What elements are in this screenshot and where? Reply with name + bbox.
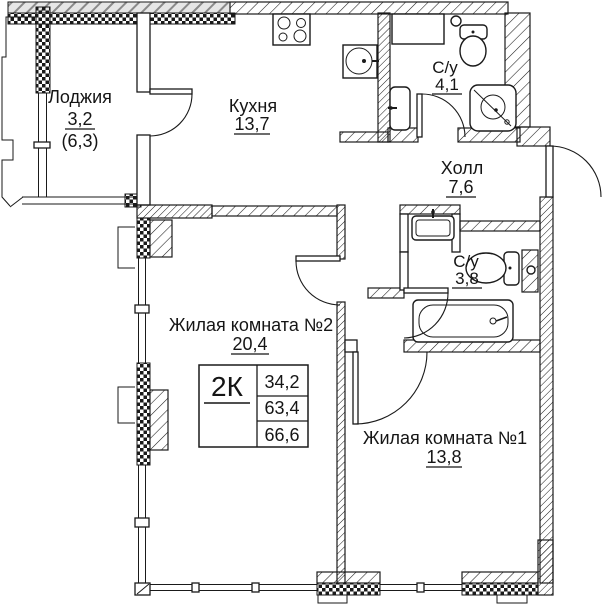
loggia-outer-contour [1, 16, 36, 207]
loggia-right-wall-lower [136, 134, 151, 206]
room1-area: 13,8 [426, 447, 461, 467]
bath-top-label: С/у [432, 58, 458, 77]
bath-mid-label: С/у [453, 252, 479, 271]
bottom-wall-block-2-hatch [461, 571, 539, 584]
right-wall-bottom-corner [537, 539, 554, 596]
toilet-icon [459, 24, 488, 67]
kitchen-area: 13,7 [234, 114, 269, 134]
loggia-area: 3,2 [67, 109, 92, 129]
bottom-window-mullion-1 [191, 582, 200, 593]
living-area-value: 34,2 [264, 372, 299, 392]
bath-top-area: 4,1 [435, 75, 459, 94]
vent-icon [450, 15, 462, 27]
bath-mid-nook-top-wall [399, 204, 461, 215]
loggia-left-window-sill [33, 141, 51, 149]
bottom-wall-block-1-hatch [316, 571, 381, 584]
toilet-2-icon [465, 251, 536, 286]
bottom-outer-step-1 [317, 595, 348, 604]
right-wall-main [539, 196, 554, 584]
room2-label: Жилая комната №2 [169, 315, 333, 335]
bath-mid-area: 3,8 [455, 269, 479, 288]
room1-door-stub [344, 339, 358, 353]
room2-area: 20,4 [232, 334, 267, 354]
bathroom-top-fixtures [388, 13, 517, 132]
kitchen-stub-wall [339, 131, 389, 143]
loggia-rail-miter [9, 196, 24, 208]
right-wall-step [516, 126, 551, 147]
kitchen-label: Кухня [229, 96, 277, 116]
loggia-structure [1, 6, 151, 208]
kitchen-sink-icon [342, 44, 379, 79]
bath-mid-nook-left-wall [399, 213, 409, 253]
kitchen-bath-wall [377, 12, 391, 143]
left-window-sill-1 [134, 304, 150, 314]
bottom-window-mullion-2 [251, 582, 260, 593]
room-divider-upper [336, 204, 346, 260]
room-labels: Лоджия 3,2 (6,3) Кухня 13,7 С/у 4,1 Холл… [48, 58, 527, 468]
bottom-window-mullion-3 [416, 582, 425, 593]
bottom-wall-block-1-check [316, 582, 381, 596]
right-wall-top [504, 12, 531, 128]
stove-icon [272, 13, 311, 46]
left-outer-notch-1 [117, 226, 135, 269]
washbasin-icon [388, 86, 411, 131]
top-wall-hatched [229, 1, 509, 15]
left-wall-pilaster [149, 389, 169, 451]
summary-table-box [198, 364, 309, 448]
room-divider-lower [336, 301, 346, 584]
apartment-type: 2К [211, 371, 244, 402]
loggia-label: Лоджия [48, 87, 112, 107]
kitchen-bottom-wall-thin [211, 205, 338, 217]
room1-door [352, 351, 428, 425]
bathtub-icon [412, 299, 514, 343]
left-wall-check-top [136, 217, 151, 259]
floor-area-value: 63,4 [264, 398, 299, 418]
loggia-right-wall-upper [136, 12, 151, 93]
left-wall-hatch-block-top [149, 219, 173, 258]
bottom-outer-step-2 [496, 595, 528, 604]
vent-2-icon [526, 265, 536, 275]
loggia-left-wall-check [35, 6, 51, 94]
left-wall-check-mid [136, 362, 151, 466]
hall-area: 7,6 [448, 177, 473, 197]
bottom-corner-miter [136, 583, 150, 595]
hall-label: Холл [441, 158, 483, 178]
bath-mid-west-wall [399, 251, 409, 291]
loggia-door [149, 88, 193, 137]
washing-machine-icon [391, 13, 445, 45]
shower-cabin-icon [469, 84, 517, 132]
hall-lobby-wall [367, 287, 405, 299]
bath-top-door [416, 93, 466, 138]
room2-door [295, 255, 341, 306]
loggia-area-alt: (6,3) [61, 131, 98, 151]
bath-mid-door [403, 287, 449, 339]
kitchen-bottom-wall-thick [136, 204, 213, 219]
loggia-top-wall [7, 12, 236, 25]
total-area-value: 66,6 [264, 425, 299, 445]
bath-mid-top-wall [459, 220, 541, 232]
left-outer-notch-2 [117, 386, 135, 424]
entrance-door [545, 145, 602, 198]
doors [149, 88, 602, 425]
kitchen-fixtures [272, 13, 379, 79]
room1-label: Жилая комната №1 [363, 428, 527, 448]
left-window-sill-2 [134, 517, 150, 528]
summary-table: 2К 34,2 63,4 66,6 [198, 364, 309, 448]
bathroom-mid-fixtures [411, 209, 536, 343]
bottom-wall-block-2-check [461, 582, 539, 596]
interior-walls [136, 12, 541, 584]
washbasin-2-icon [411, 209, 455, 241]
